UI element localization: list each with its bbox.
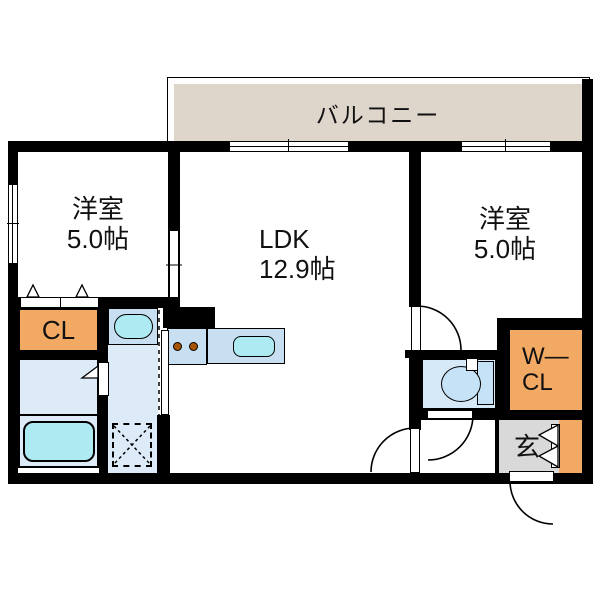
sliding-door-washroom [161, 330, 169, 415]
wcl-line1: W― [522, 343, 569, 370]
wall-tub-divider [18, 414, 99, 416]
door-entrance-leaf [509, 471, 554, 482]
door-arc-entrance [509, 480, 554, 525]
kitchen-sink-fixture [233, 336, 275, 357]
balcony-label: バルコニー [315, 101, 441, 128]
closet-label-text: CL [41, 314, 76, 345]
window-left-bedroom [7, 185, 19, 263]
toilet-flush-button [466, 358, 478, 371]
fold-door-genkan-strip [551, 424, 560, 468]
wall-washroom-ldk-lower [157, 415, 170, 473]
room-area: 5.0帖 [66, 224, 130, 254]
sliding-door-left-bedroom [169, 230, 179, 298]
door-right-bedroom-leaf [411, 306, 421, 351]
washbasin-sink-fixture [114, 314, 153, 339]
closet-label: CL [18, 308, 99, 352]
genkan-bifold-icon [537, 423, 559, 448]
walk-in-closet-label: W― CL [510, 344, 582, 396]
window-right-bedroom [462, 139, 550, 151]
washing-machine-area [112, 423, 152, 467]
door-arc-toilet [427, 414, 474, 461]
room-label-left-bedroom: 洋室 5.0帖 [28, 194, 168, 254]
wall-right [582, 79, 593, 484]
door-bathroom-opening [98, 362, 109, 396]
walk-in-closet [510, 330, 582, 410]
wall-cl-bottom [14, 351, 100, 358]
wall-toilet-top [405, 350, 510, 358]
room-name: 洋室 [478, 204, 531, 234]
fold-door-triangle-icon [74, 283, 90, 298]
wcl-line2: CL [522, 369, 553, 396]
room-name: 洋室 [71, 194, 124, 224]
closet-cl [18, 308, 99, 352]
room-label-ldk: LDK 12.9帖 [259, 224, 336, 284]
fold-door-cl-strip [20, 297, 99, 308]
bathtub-fixture [23, 421, 95, 462]
wall-left [8, 141, 18, 484]
room-label-right-bedroom: 洋室 5.0帖 [435, 204, 575, 264]
room-area: 5.0帖 [473, 234, 537, 264]
door-arc-ldk-hall [370, 427, 416, 473]
washing-machine-cross [113, 425, 151, 465]
toilet-bowl-fixture [441, 366, 481, 402]
wall-wcl-top [497, 318, 593, 330]
wall-genkan-divider [495, 420, 499, 473]
entrance-genkan [499, 420, 559, 473]
bath-door-flag-icon [80, 364, 99, 379]
balcony: バルコニー [174, 84, 582, 141]
wall-bottom [8, 473, 593, 484]
wall-wcl-left [497, 318, 510, 420]
wall-kitchen-stub [163, 307, 215, 328]
wall-ldk-rightroom [409, 141, 421, 307]
door-toilet-leaf [427, 410, 473, 419]
window-ldk [230, 139, 348, 151]
shoe-closet [559, 420, 583, 473]
entrance-label-text: 玄 [513, 431, 540, 462]
fold-door-triangle-icon [25, 283, 41, 298]
stove-burner-icon [173, 342, 182, 351]
stove-burner-icon [189, 342, 198, 351]
genkan-bifold-icon [537, 444, 559, 469]
door-arc-right-bedroom [416, 305, 462, 351]
room-name: LDK [259, 224, 310, 254]
room-area: 12.9帖 [259, 254, 336, 284]
entrance-label: 玄 [499, 420, 555, 470]
